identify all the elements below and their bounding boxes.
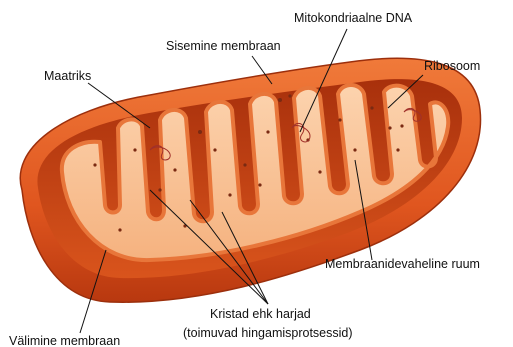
label-outer-membrane: Välimine membraan — [9, 334, 120, 347]
label-intermembrane-space: Membraanidevaheline ruum — [325, 257, 480, 271]
label-ribosome: Ribosoom — [424, 59, 480, 73]
label-cristae-line1: Kristad ehk harjad — [210, 307, 311, 321]
label-inner-membrane: Sisemine membraan — [166, 39, 281, 53]
label-mitochondrial-dna: Mitokondriaalne DNA — [294, 11, 413, 25]
label-matrix: Maatriks — [44, 69, 91, 83]
label-cristae-line2: (toimuvad hingamisprotsessid) — [183, 326, 353, 340]
